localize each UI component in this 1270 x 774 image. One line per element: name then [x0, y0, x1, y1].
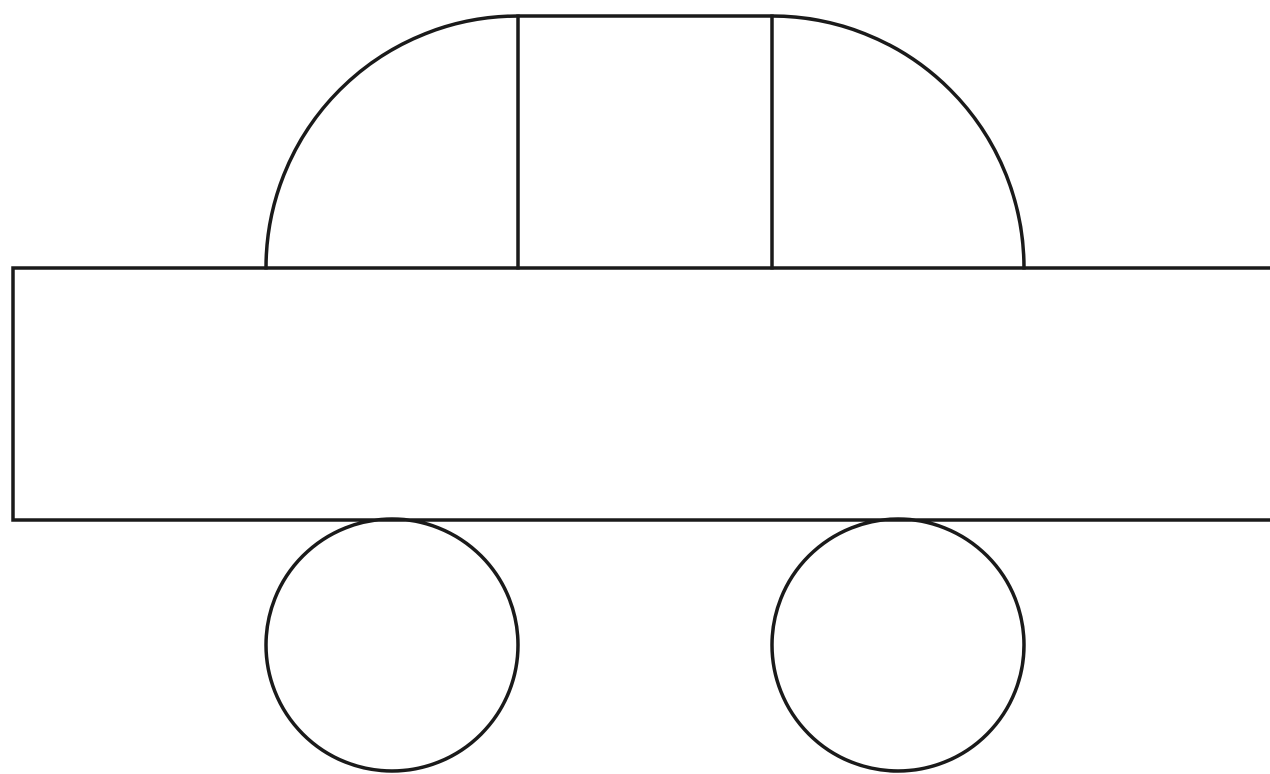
car-body [13, 268, 1270, 520]
cabin-outline [266, 16, 1024, 268]
car-shape-icon [13, 16, 1270, 771]
rear-wheel [772, 519, 1024, 771]
front-wheel [266, 519, 518, 771]
